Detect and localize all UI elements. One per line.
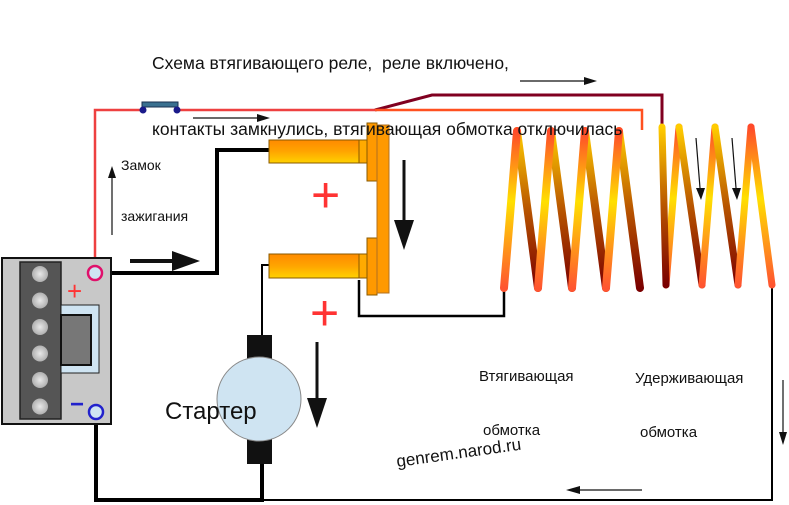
negative-terminal [87,403,105,421]
coil-turn [547,127,576,292]
hold-coil [658,123,776,289]
coil-turn [675,123,706,289]
diagram-title: Схема втягивающего реле, реле включено, … [152,8,622,162]
coil-turn [658,123,670,289]
pull-in-coil-feed-wire [375,108,644,130]
ignition-wire [93,108,375,265]
hold-coil-arrow-1 [695,137,705,200]
hold-coil-arrow-2 [731,137,741,200]
pull-in-label-line-1: Втягивающая [479,368,574,385]
starter-arrow-down [307,342,327,428]
relay-contact-bridge [376,124,390,294]
coil-turn [734,123,755,289]
battery-cell [32,319,48,335]
coil-turn [698,123,719,289]
coil-turn [581,127,610,292]
coil-turn [711,123,742,289]
battery-cell [32,398,48,415]
hold-coil-return-wire [262,285,773,501]
ignition-label-line-1: Замок [121,157,161,173]
battery-cell [32,372,48,388]
ground-wire [94,420,264,502]
coil-turn [513,127,542,292]
relay-contact-upper [268,122,378,182]
title-line-1: Схема втягивающего реле, реле включено, [152,53,509,73]
battery-cell [32,292,48,309]
coil-turn [747,123,776,289]
ignition-switch-label: Замок зажигания [121,123,188,242]
pull-in-coil [500,127,646,292]
contact-polarity-lower: + [310,285,339,341]
contact-polarity-upper: + [311,167,340,223]
positive-terminal [86,264,104,282]
pull-in-label-line-2: обмотка [483,422,541,439]
current-arrow-power [130,251,200,271]
battery [1,257,112,425]
plunger-arrow-down [394,160,414,250]
battery-cell [32,266,48,282]
battery-cell [32,345,48,362]
coil-turn [500,127,521,292]
return-arrow-left [566,486,642,494]
current-arrow-up [108,166,116,235]
pull-in-coil-label: Втягивающая обмотка [479,332,574,458]
hold-coil-feed-wire [374,93,664,126]
coil-turn [534,127,555,292]
current-arrow-top [520,77,597,85]
starter-motor[interactable] [216,335,302,464]
title-line-2: контакты замкнулись, втягивающая обмотка… [152,119,623,139]
ignition-label-line-2: зажигания [121,208,189,224]
battery-negative-symbol: − [70,391,84,418]
battery-positive-symbol: + [67,276,82,306]
hold-label-line-2: обмотка [640,424,698,441]
coil-turn [602,127,623,292]
coil-turn [568,127,589,292]
coil-turn [615,127,644,292]
return-arrow-down [779,380,787,445]
hold-label-line-1: Удерживающая [635,370,744,387]
battery-to-relay-wire [102,148,272,275]
relay-contact-lower [268,237,378,296]
starter-label: Стартер [165,398,257,425]
hold-coil-label: Удерживающая обмотка [635,334,743,460]
current-arrow-ignition [193,114,270,122]
ignition-switch[interactable] [139,101,181,114]
relay-to-pull-coil-wire [357,280,506,318]
